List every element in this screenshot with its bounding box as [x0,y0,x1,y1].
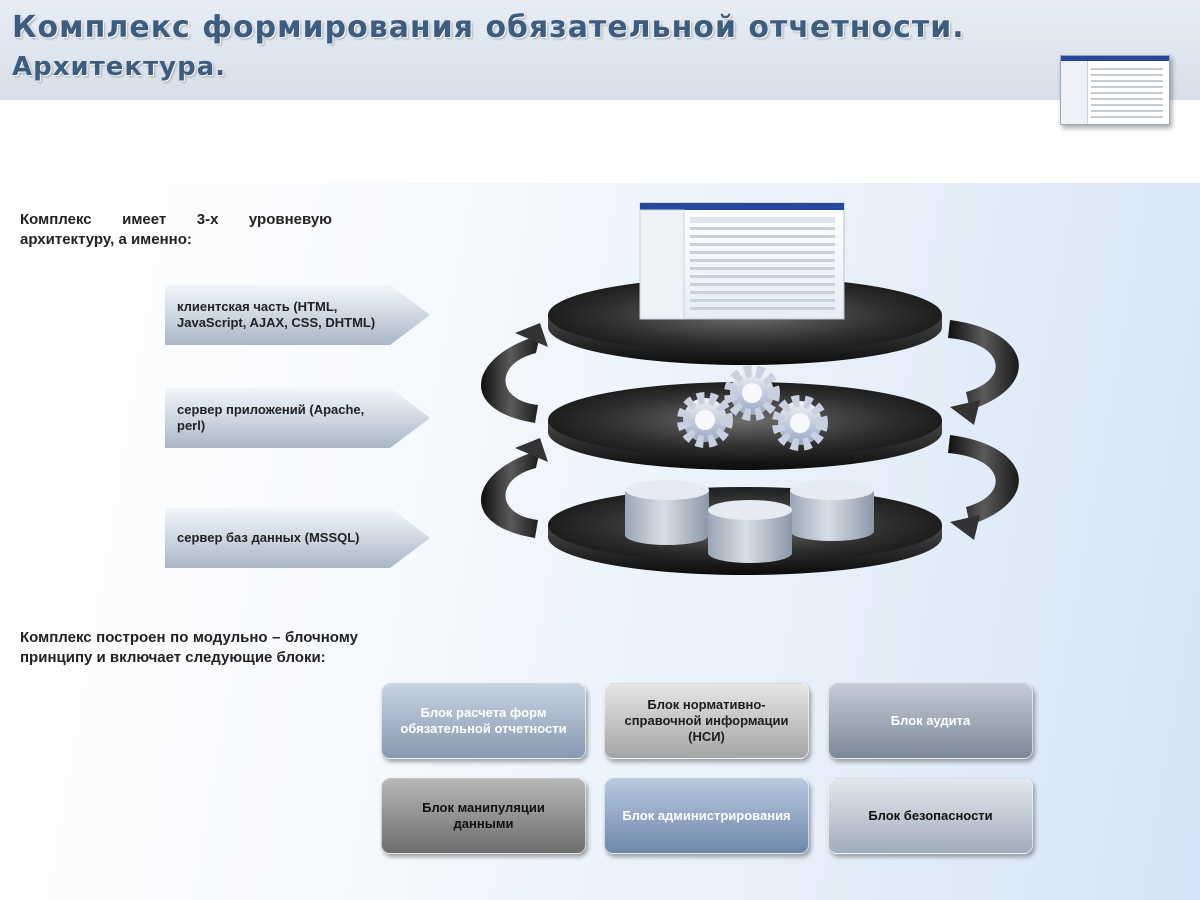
tier-app-server: сервер приложений (Apache, perl) [165,388,430,448]
block-security-label: Блок безопасности [868,808,993,823]
block-administration: Блок администрирования [604,778,809,854]
tier-client-label: клиентская часть (HTML, JavaScript, AJAX… [177,299,376,330]
database-icon [625,480,874,563]
header-banner: Комплекс формирования обязательной отчет… [0,0,1200,125]
block-report-forms-label: Блок расчета форм обязательной отчетност… [400,705,567,736]
page-subtitle: Архитектура. [12,52,227,82]
block-data-manipulation: Блок манипуляции данными [381,778,586,854]
arrow-icon [481,438,548,538]
page-title: Комплекс формирования обязательной отчет… [12,10,965,45]
architecture-diagram [481,202,1019,575]
block-reference-data-label: Блок нормативно-справочной информации (Н… [624,697,789,744]
block-reference-data: Блок нормативно-справочной информации (Н… [604,683,809,759]
screenshot-icon [1060,55,1170,125]
intro-text: Комплекс имеет 3-х уровневую архитектуру… [20,211,332,248]
tier-db-server-label: сервер баз данных (MSSQL) [177,530,360,545]
tier-client: клиентская часть (HTML, JavaScript, AJAX… [165,285,430,345]
tier-db-server: сервер баз данных (MSSQL) [165,508,430,568]
modules-text: Комплекс построен по модульно – блочному… [20,629,358,666]
arrow-icon [481,323,548,423]
block-audit-label: Блок аудита [890,713,971,728]
block-data-manipulation-label: Блок манипуляции данными [422,800,545,831]
arrow-icon [948,435,1019,540]
gears-icon [677,365,828,451]
block-report-forms: Блок расчета форм обязательной отчетност… [381,683,586,759]
block-security: Блок безопасности [828,778,1033,854]
arrow-icon [948,320,1019,425]
screenshot-icon [639,202,845,320]
tier-app-server-label: сервер приложений (Apache, perl) [177,402,365,433]
block-audit: Блок аудита [828,683,1033,759]
block-administration-label: Блок администрирования [622,808,791,823]
